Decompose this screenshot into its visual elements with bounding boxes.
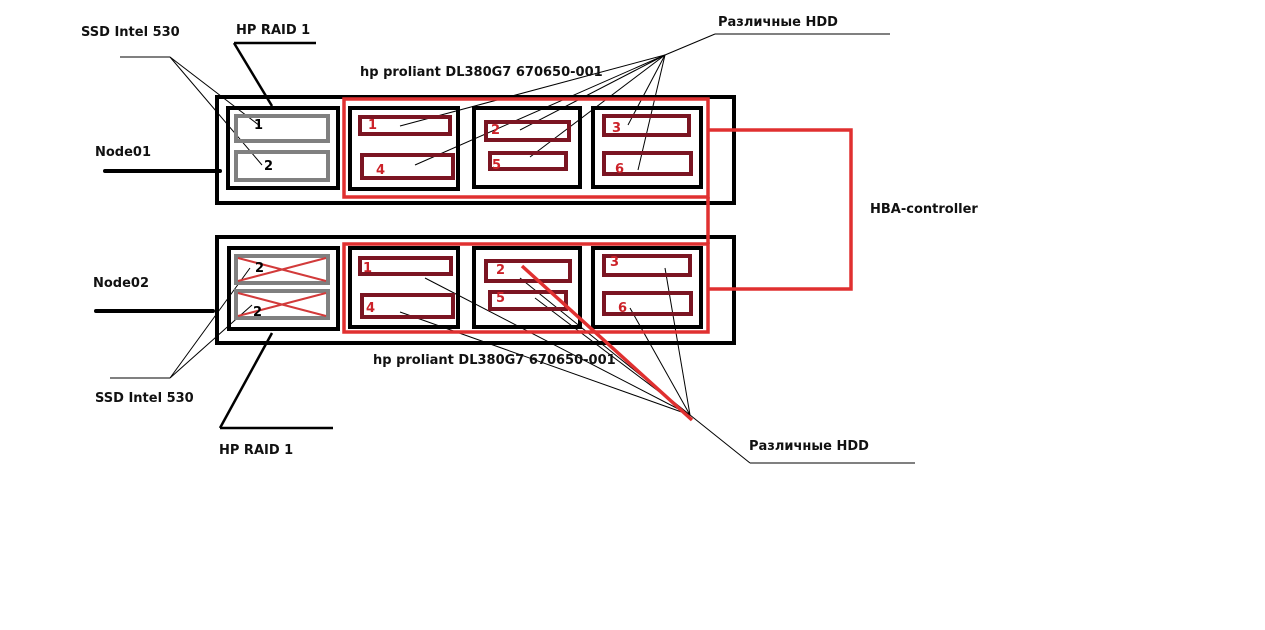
ssd-cage-bottom [227,246,340,331]
hdd-drive-3 [602,254,692,277]
hdd-drive-4 [360,293,455,319]
failed-cross-icon [237,257,327,317]
hba-controller-label: HBA-controller [870,202,978,217]
hdd-drive-5 [488,151,568,171]
hba-group-top [342,97,710,199]
hdd-cages-top [348,106,703,191]
hba-pointer [520,264,694,422]
server-chassis-top [215,95,736,205]
hdd-drive-3 [602,114,691,137]
bay-number: 2 [255,261,265,276]
bay-number: 4 [376,163,386,178]
hdd-drive-1 [358,256,453,276]
bay-number: 2 [496,263,506,278]
bay-number: 1 [363,261,373,276]
bay-number: 1 [368,118,378,133]
hdd-drive-2 [484,120,571,142]
raid-label-bottom: HP RAID 1 [219,443,294,458]
server-label-bottom: hp proliant DL380G7 670650-001 [373,353,616,368]
hdd-label-top: Различные HDD [718,15,838,30]
ssd-drive-failed-2 [234,289,330,320]
bay-number: 3 [610,255,620,270]
hdd-label-bottom: Различные HDD [749,439,869,454]
raid-pointers [218,41,333,430]
hdd-drive-6 [602,151,693,176]
hba-controller-link [708,128,853,291]
server-label-top: hp proliant DL380G7 670650-001 [360,65,603,80]
bay-number: 3 [612,121,622,136]
hba-links [342,97,853,422]
ssd-label-bottom: SSD Intel 530 [95,391,194,406]
ssd-drive-2 [234,150,330,182]
node02-label: Node02 [93,276,150,291]
node01-label: Node01 [95,145,152,160]
bay-number: 6 [618,301,628,316]
hdd-drive-1 [358,115,452,136]
bay-number: 1 [254,118,264,133]
bay-number: 5 [496,291,506,306]
bay-number: 2 [491,123,501,138]
hdd-cages-bottom [348,246,703,329]
raid-label-top: HP RAID 1 [236,23,311,38]
ssd-label-top: SSD Intel 530 [81,25,180,40]
bay-number: 6 [615,162,625,177]
hdd-drive-5 [488,290,568,311]
hdd-drive-6 [602,291,693,316]
bay-number: 2 [253,305,263,320]
hdd-drive-2 [484,259,572,283]
bay-number: 5 [492,158,502,173]
hdd-drive-4 [360,153,455,180]
node-cables [94,169,222,313]
ssd-cage-top [226,106,340,190]
bay-number: 4 [366,301,376,316]
ssd-drive-failed-1 [234,254,330,285]
bay-number: 2 [264,159,274,174]
ssd-drive-1 [234,114,330,143]
